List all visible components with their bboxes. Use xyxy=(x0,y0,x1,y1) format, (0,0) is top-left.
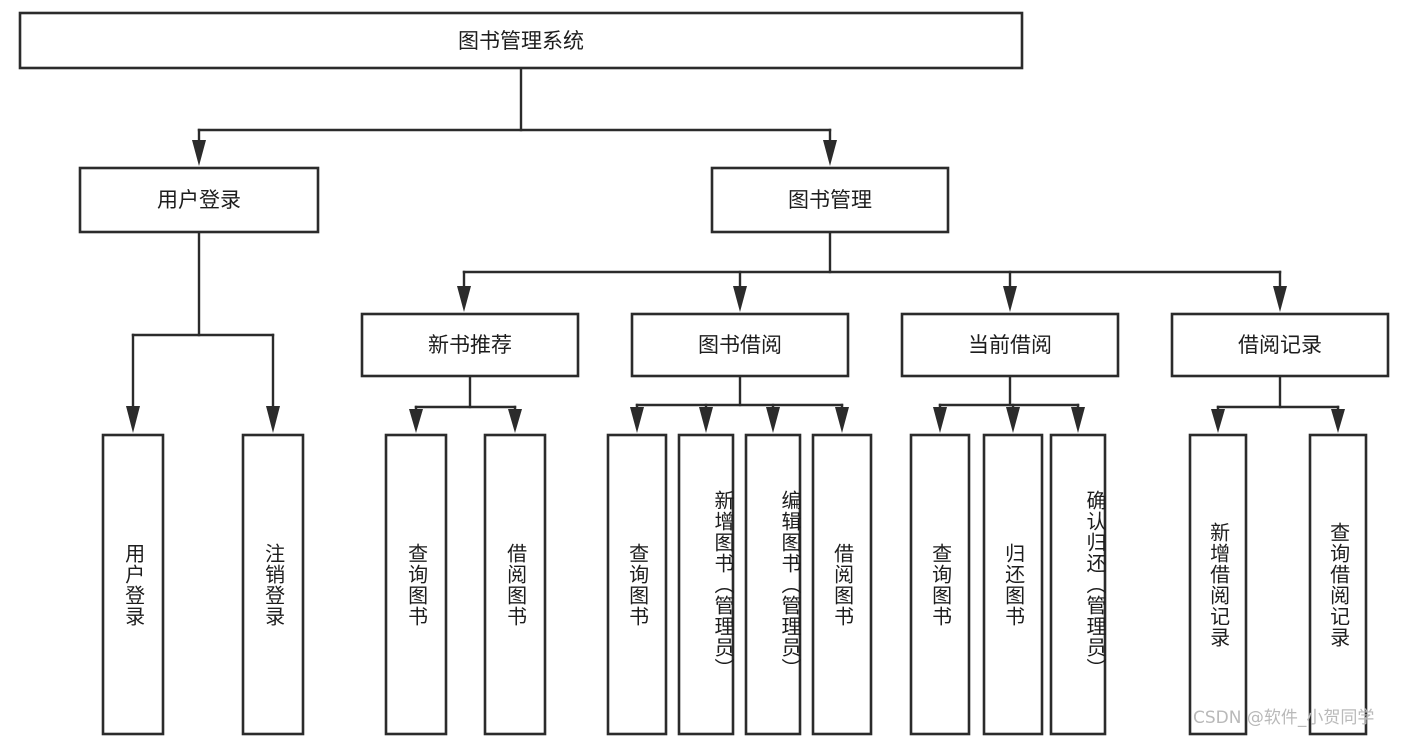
arrow-head-book-borrow xyxy=(733,286,747,312)
arrow-head-leaf-user-logout xyxy=(266,406,280,433)
node-layer: 图书管理系统 用户登录 图书管理 新书推荐 图书借阅 当前借阅 借阅记录 xyxy=(18,11,1390,736)
node-leaf-query-book-borrow-box[interactable] xyxy=(606,433,668,736)
arrow-head-return-book xyxy=(1006,407,1020,433)
arrow-head-query-borrow-record xyxy=(1331,409,1345,433)
arrow-head-borrow-record xyxy=(1273,286,1287,312)
node-leaf-query-book-current-box[interactable] xyxy=(909,433,971,736)
arrow-head-borrow-book xyxy=(835,407,849,433)
node-leaf-confirm-return-box[interactable] xyxy=(1049,433,1107,736)
node-book-manage-label: 图书管理 xyxy=(788,188,872,212)
arrow-head-query-book-borrow xyxy=(630,407,644,433)
node-new-book-rec-box[interactable] xyxy=(360,312,580,378)
node-leaf-user-login-box[interactable] xyxy=(101,433,165,736)
node-book-borrow-label: 图书借阅 xyxy=(698,333,782,357)
node-book-manage-box[interactable] xyxy=(710,166,950,234)
node-leaf-query-book-rec-box[interactable] xyxy=(384,433,448,736)
arrow-head-book-manage xyxy=(823,140,837,166)
node-leaf-query-borrow-record-box[interactable] xyxy=(1308,433,1368,736)
node-user-login-label: 用户登录 xyxy=(157,188,241,212)
node-leaf-user-logout-box[interactable] xyxy=(241,433,305,736)
arrow-head-add-book xyxy=(699,407,713,433)
node-root-label: 图书管理系统 xyxy=(458,29,584,53)
node-book-borrow-box[interactable] xyxy=(630,312,850,378)
node-borrow-record-label: 借阅记录 xyxy=(1238,333,1322,357)
arrow-head-current-borrow xyxy=(1003,286,1017,312)
arrow-head-leaf-user-login xyxy=(126,406,140,433)
node-leaf-borrow-book-rec-box[interactable] xyxy=(483,433,547,736)
csdn-watermark: CSDN @软件_小贺同学 xyxy=(1193,708,1375,728)
arrow-head-user-login xyxy=(192,140,206,166)
node-leaf-add-borrow-record-box[interactable] xyxy=(1188,433,1248,736)
arrow-head-add-borrow-record xyxy=(1211,409,1225,433)
node-leaf-return-book-box[interactable] xyxy=(982,433,1044,736)
arrow-head-new-book-rec xyxy=(457,286,471,312)
arrow-head-query-book-rec xyxy=(409,409,423,433)
node-leaf-add-book-box[interactable] xyxy=(677,433,735,736)
connector-layer xyxy=(126,66,1345,433)
arrow-head-query-book-current xyxy=(933,407,947,433)
node-root-box[interactable] xyxy=(18,11,1024,70)
arrow-head-edit-book xyxy=(766,407,780,433)
node-leaf-borrow-book-box[interactable] xyxy=(811,433,873,736)
node-current-borrow-label: 当前借阅 xyxy=(968,333,1052,357)
node-new-book-rec-label: 新书推荐 xyxy=(428,333,512,357)
node-borrow-record-box[interactable] xyxy=(1170,312,1390,378)
arrow-head-borrow-book-rec xyxy=(508,409,522,433)
arrow-head-confirm-return xyxy=(1071,407,1085,433)
node-current-borrow-box[interactable] xyxy=(900,312,1120,378)
node-leaf-edit-book-box[interactable] xyxy=(744,433,802,736)
node-user-login-box[interactable] xyxy=(78,166,320,234)
